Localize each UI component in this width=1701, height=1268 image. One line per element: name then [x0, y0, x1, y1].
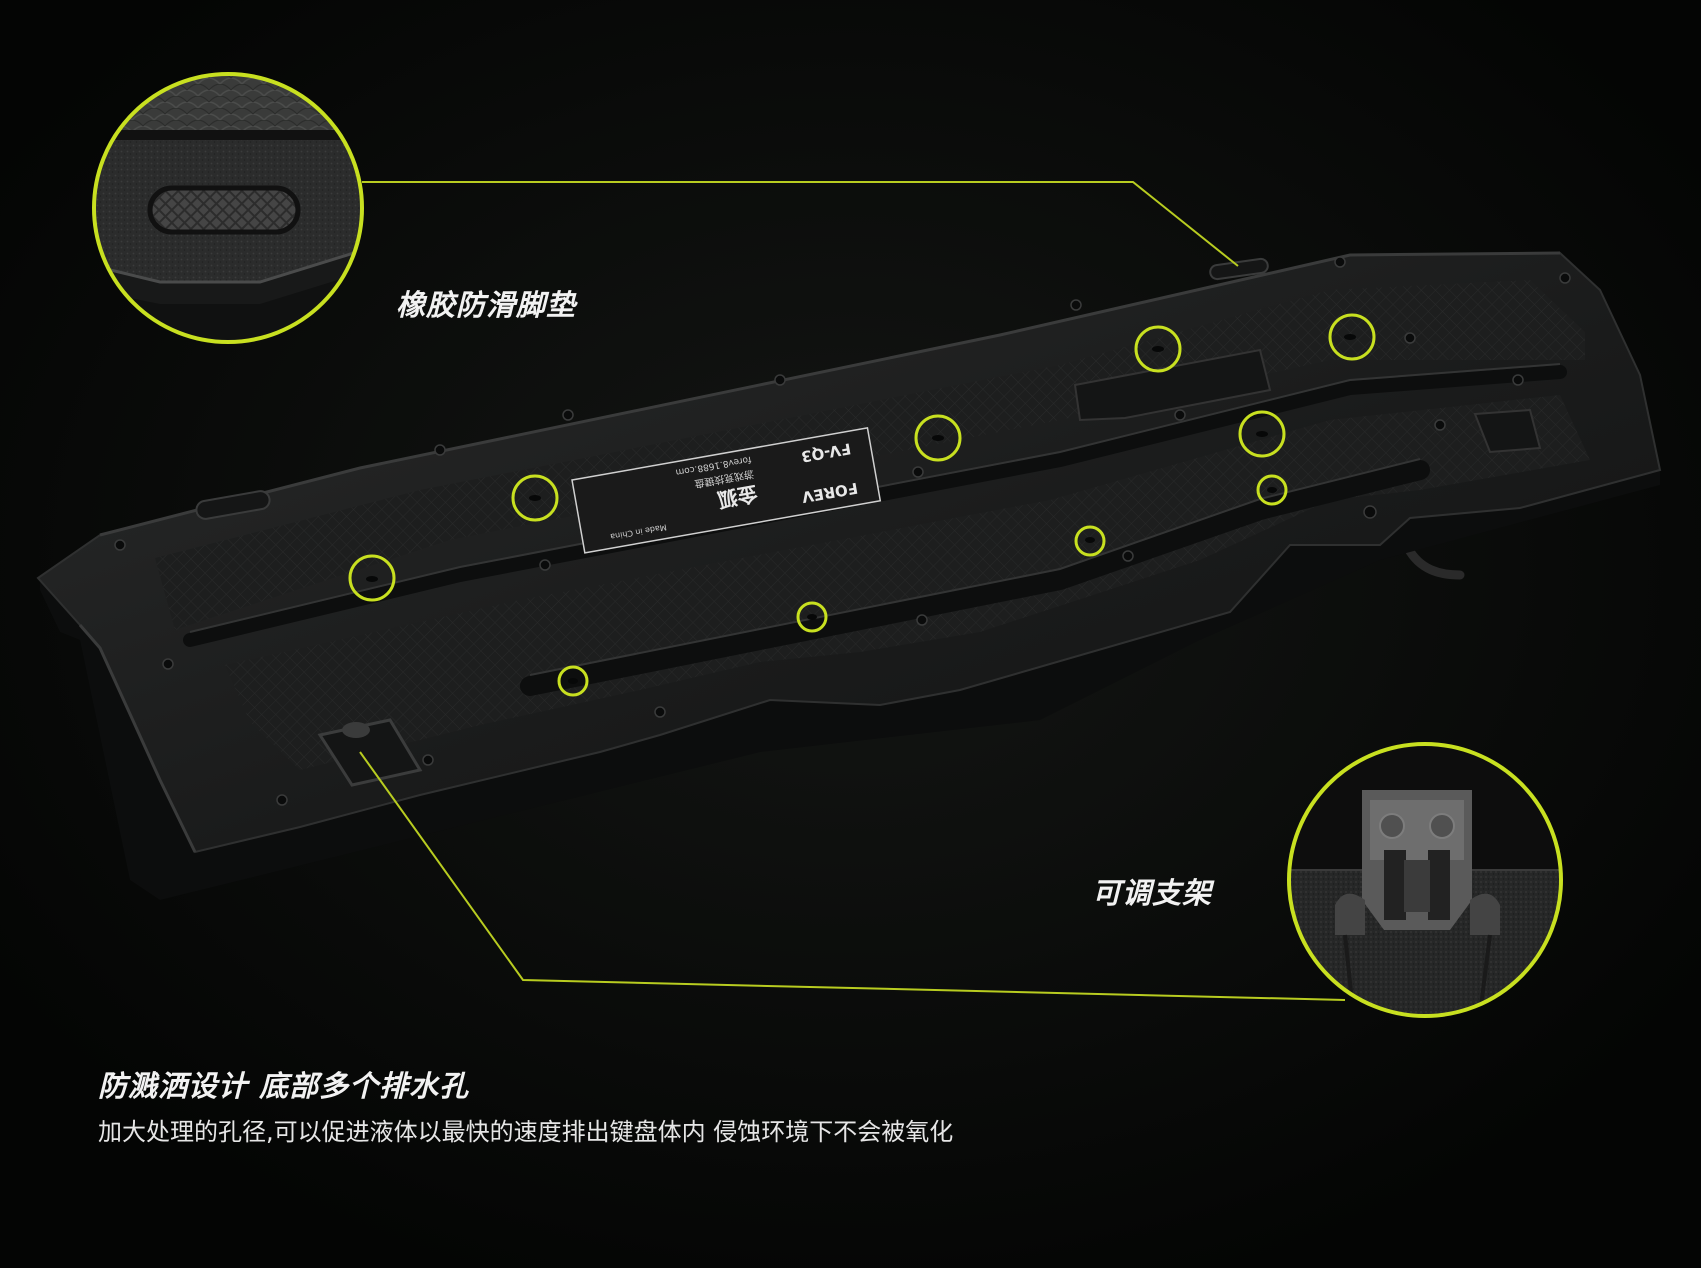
rubber-foot-right	[1209, 257, 1269, 281]
rubber-foot-left	[195, 490, 271, 520]
keyboard-bottom: FOREV 金狐 游戏竞技键盘 forev8.1688.com Made in …	[36, 251, 1662, 900]
drain-hole-marker	[348, 554, 396, 602]
drain-hole-marker	[914, 414, 962, 462]
caption-spill-description: 加大处理的孔径,可以促进液体以最快的速度排出键盘体内 侵蚀环境下不会被氧化	[98, 1118, 954, 1146]
usb-cable	[1403, 543, 1465, 580]
drain-hole-marker	[1328, 313, 1376, 361]
rubber-pad-closeup	[147, 185, 301, 235]
drain-hole-marker	[511, 474, 559, 522]
callout-lines	[359, 181, 1346, 1001]
caption-anti-slip-pad: 橡胶防滑脚垫	[396, 288, 577, 322]
drain-hole-marker	[557, 665, 589, 697]
callout-line-stand	[359, 751, 1346, 1001]
screw-holes	[114, 256, 1571, 806]
caption-spill-headline: 防溅洒设计 底部多个排水孔	[98, 1069, 470, 1103]
drain-hole-marker	[1074, 525, 1106, 557]
drain-hole-marker	[1238, 410, 1286, 458]
drain-hole-marker	[796, 601, 828, 633]
callout-line-pad	[362, 181, 1239, 267]
drain-hole-marker	[1256, 474, 1288, 506]
drain-hole-marker	[1134, 325, 1182, 373]
zoom-circle-rubber-pad	[92, 72, 364, 344]
product-label: FOREV 金狐 游戏竞技键盘 forev8.1688.com Made in …	[571, 427, 882, 554]
caption-adjustable-stand: 可调支架	[1092, 876, 1213, 910]
drain-holes	[348, 313, 1376, 697]
